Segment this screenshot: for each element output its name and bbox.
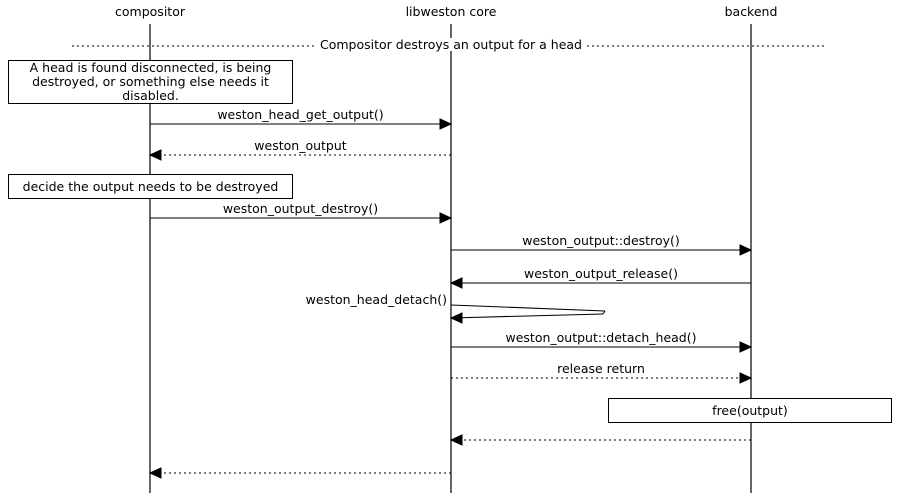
note-free-output-text: free(output): [712, 402, 788, 418]
msg-weston-output-release-arrowhead: [449, 277, 463, 289]
msg-release-return-arrowhead: [739, 372, 753, 384]
msg-weston-output-arrowhead: [148, 149, 162, 161]
msg-weston-output-release-label: weston_output_release(): [521, 267, 681, 280]
note-decide-destroy: decide the output needs to be destroyed: [8, 174, 293, 199]
participant-label-libweston: libweston core: [405, 4, 497, 19]
msg-weston-output-destroy-op-label: weston_output::destroy(): [519, 234, 683, 247]
msg-weston-head-get-output-label: weston_head_get_output(): [214, 108, 387, 121]
msg-weston-head-detach-arrowhead: [449, 312, 463, 324]
msg-weston-head-detach-line-back: [450, 313, 604, 319]
msg-weston-head-get-output-arrowhead: [439, 118, 453, 130]
msg-backend-return-arrowhead: [449, 434, 463, 446]
note-head-disconnected-text: A head is found disconnected, is being d…: [29, 60, 272, 103]
msg-libweston-return-arrowhead: [148, 467, 162, 479]
participant-label-backend: backend: [724, 4, 778, 19]
msg-weston-head-detach-line-out: [450, 304, 606, 312]
msg-weston-output-destroy-label: weston_output_destroy(): [219, 202, 382, 215]
msg-weston-output-label: weston_output: [251, 139, 350, 152]
msg-weston-output-detach-head-arrowhead: [739, 341, 753, 353]
msg-weston-output-destroy-op-arrowhead: [739, 244, 753, 256]
msg-weston-output-detach-head-label: weston_output::detach_head(): [502, 331, 700, 344]
participant-label-compositor: compositor: [115, 4, 185, 19]
fragment-separator-label: Compositor destroys an output for a head: [316, 38, 586, 51]
msg-weston-head-detach-line-turn: [602, 310, 606, 315]
note-head-disconnected: A head is found disconnected, is being d…: [8, 60, 293, 104]
msg-weston-output-destroy-arrowhead: [439, 212, 453, 224]
note-decide-destroy-text: decide the output needs to be destroyed: [22, 178, 279, 194]
msg-release-return-label: release return: [554, 362, 648, 375]
msg-weston-head-detach-label: weston_head_detach(): [303, 292, 449, 307]
note-free-output: free(output): [608, 398, 892, 423]
